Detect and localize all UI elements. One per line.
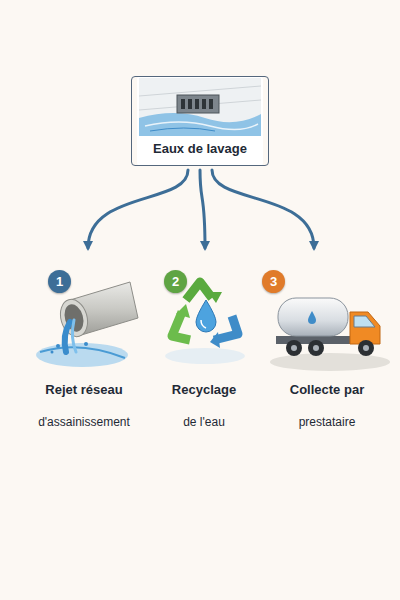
callout-number: 2: [164, 270, 187, 293]
source-box: Eaux de lavage: [131, 76, 269, 166]
option-subtitle: prestataire: [262, 415, 392, 429]
callout-number: 1: [48, 270, 71, 293]
option-node: 3Collecte parprestataire: [262, 252, 392, 424]
flow-arrow: [200, 170, 205, 248]
option-title: Recyclage: [148, 382, 260, 397]
option-title: Rejet réseau: [20, 382, 148, 397]
flow-arrow: [88, 170, 188, 248]
option-node: 1Rejet réseaud'assainissement: [20, 252, 148, 424]
option-title: Collecte par: [262, 382, 392, 397]
truck-illustration: [270, 298, 390, 371]
pipe-illustration: [36, 282, 138, 367]
option-subtitle: de l'eau: [148, 415, 260, 429]
option-subtitle: d'assainissement: [20, 415, 148, 429]
flow-arrow: [212, 170, 314, 248]
option-node: 2Recyclagede l'eau: [148, 252, 260, 424]
callout-number: 3: [262, 270, 285, 293]
recycle-illustration: [165, 282, 245, 364]
box-title: Eaux de lavage: [132, 141, 268, 156]
